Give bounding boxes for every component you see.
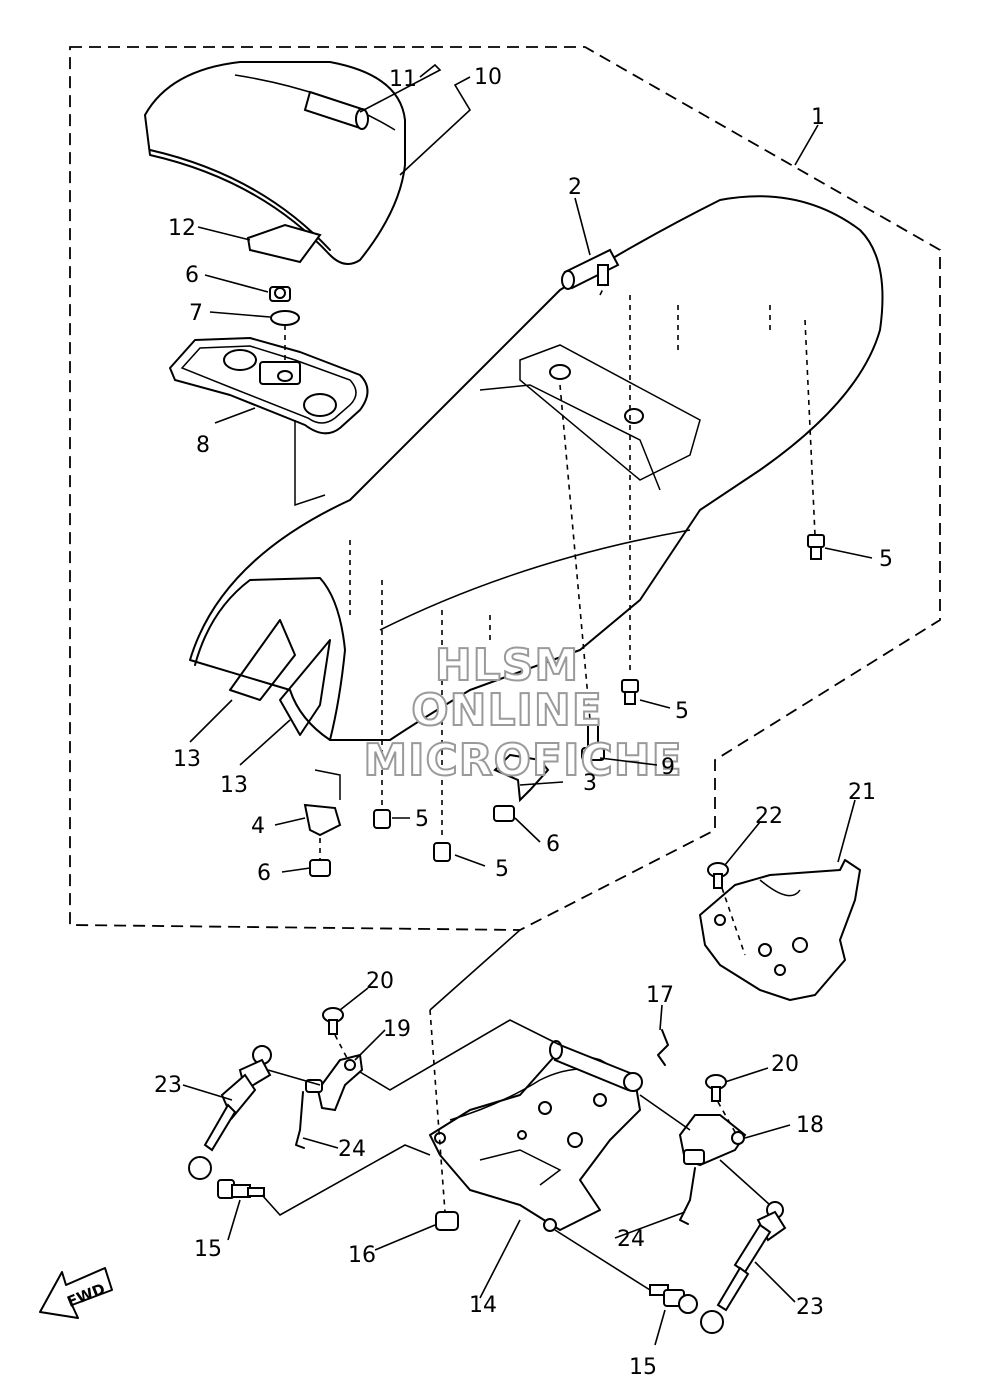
bolt-5-lower[interactable] — [433, 842, 451, 862]
callout-20-right: 20 — [771, 1052, 799, 1077]
callout-5-right: 5 — [879, 547, 893, 572]
callout-6-top: 6 — [185, 263, 199, 288]
bolt-5-mid[interactable] — [621, 679, 639, 705]
callout-8: 8 — [196, 433, 210, 458]
bracket-19[interactable] — [305, 1053, 364, 1112]
clip-17[interactable] — [657, 1029, 669, 1066]
main-seat[interactable] — [189, 195, 884, 741]
callout-21: 21 — [848, 780, 876, 805]
screw-22[interactable] — [707, 862, 729, 889]
callout-5-left: 5 — [415, 807, 429, 832]
callout-23-right: 23 — [796, 1295, 824, 1320]
bolt-15-left[interactable] — [217, 1179, 265, 1199]
callout-4: 4 — [251, 814, 265, 839]
callout-13-right: 13 — [220, 773, 248, 798]
watermark-line1: HLSM — [435, 640, 579, 691]
callout-14: 14 — [469, 1293, 497, 1318]
collar-16[interactable] — [435, 1211, 459, 1231]
seat-frame[interactable] — [429, 1040, 643, 1232]
callout-11: 11 — [389, 67, 417, 92]
callout-20-upper: 20 — [366, 969, 394, 994]
callout-24-right: 24 — [617, 1227, 645, 1252]
bolt-20-upper[interactable] — [322, 1007, 344, 1035]
screw[interactable] — [581, 719, 605, 761]
callout-6-mid: 6 — [546, 832, 560, 857]
fwd-label: FWD — [65, 1280, 108, 1311]
watermark: HLSM ONLINE MICROFICHE — [362, 639, 682, 787]
callout-15-left: 15 — [194, 1237, 222, 1262]
assembly-boundary — [69, 46, 941, 931]
fwd-arrow: FWD — [39, 1267, 113, 1319]
watermark-line3: MICROFICHE — [363, 735, 682, 786]
bolt-5-right[interactable] — [807, 534, 825, 560]
callout-22: 22 — [755, 804, 783, 829]
callout-5-mid: 5 — [675, 699, 689, 724]
callout-24-left: 24 — [338, 1137, 366, 1162]
callout-23-left: 23 — [154, 1073, 182, 1098]
callout-19: 19 — [383, 1017, 411, 1042]
callout-13-left: 13 — [173, 747, 201, 772]
seat-pad[interactable] — [246, 223, 322, 264]
nut-top[interactable] — [269, 286, 291, 302]
bolt-20-right[interactable] — [705, 1074, 727, 1102]
watermark-line2: ONLINE — [411, 685, 603, 736]
gas-strut-right[interactable] — [700, 1201, 787, 1334]
callout-5-lower: 5 — [495, 857, 509, 882]
callout-17: 17 — [646, 983, 674, 1008]
cotter-pin-right[interactable] — [679, 1167, 696, 1225]
callout-9: 9 — [661, 755, 675, 780]
callout-7: 7 — [189, 301, 203, 326]
bracket-4[interactable] — [303, 803, 342, 837]
callout-12: 12 — [168, 216, 196, 241]
nut-left[interactable] — [309, 859, 331, 877]
bracket-3[interactable] — [493, 753, 550, 803]
callout-10: 10 — [474, 65, 502, 90]
passenger-seat[interactable] — [144, 61, 406, 265]
nut-mid[interactable] — [493, 805, 515, 822]
callout-6-left: 6 — [257, 861, 271, 886]
callout-16: 16 — [348, 1243, 376, 1268]
gas-strut-left[interactable] — [188, 1045, 272, 1180]
washer[interactable] — [270, 310, 300, 326]
bracket-plate[interactable] — [169, 337, 369, 435]
callout-1: 1 — [811, 105, 825, 130]
callout-15-right: 15 — [629, 1355, 657, 1380]
bolt-5-left[interactable] — [373, 809, 391, 829]
lock-bracket[interactable] — [699, 859, 861, 1001]
callout-3: 3 — [583, 771, 597, 796]
callout-2: 2 — [568, 175, 582, 200]
cotter-pin-left[interactable] — [295, 1091, 305, 1149]
bracket-18[interactable] — [678, 1114, 747, 1167]
bolt-15-right[interactable] — [649, 1284, 698, 1314]
callout-18: 18 — [796, 1113, 824, 1138]
